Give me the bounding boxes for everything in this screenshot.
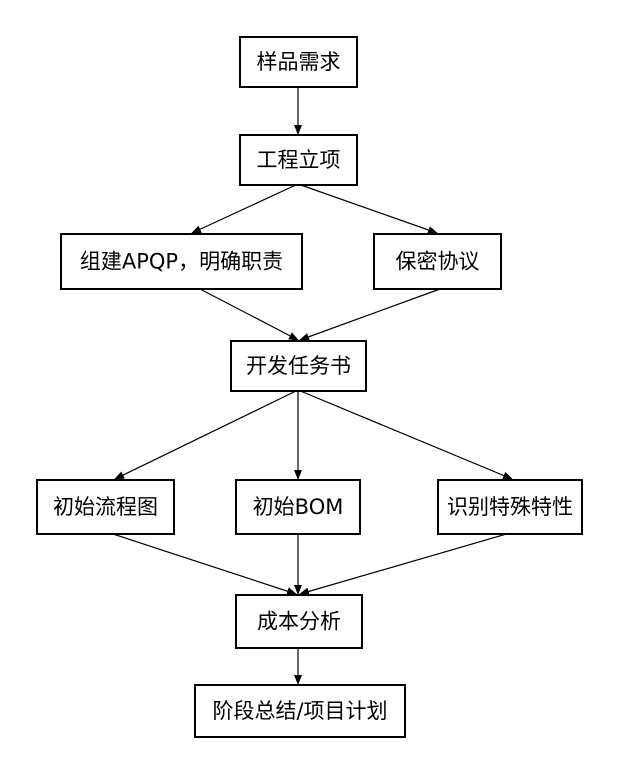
node-label: 工程立项: [257, 148, 341, 172]
node-sample-demand: 样品需求: [239, 36, 358, 88]
node-project-setup: 工程立项: [239, 134, 358, 186]
edge-init-flow-to-cost-analysis: [109, 532, 297, 595]
edges: [109, 87, 513, 685]
node-nda: 保密协议: [373, 233, 502, 290]
node-label: 初始BOM: [253, 495, 344, 519]
node-init-flow: 初始流程图: [36, 479, 175, 535]
node-label: 成本分析: [257, 610, 341, 634]
node-label: 保密协议: [396, 250, 480, 274]
node-cost-analysis: 成本分析: [235, 594, 363, 649]
node-init-bom: 初始BOM: [235, 479, 361, 535]
node-label: 初始流程图: [53, 495, 158, 519]
edge-project-setup-to-nda: [297, 183, 438, 234]
node-dev-task: 开发任务书: [230, 340, 367, 392]
edge-project-setup-to-apqp-team: [191, 183, 299, 234]
node-label: 组建APQP，明确职责: [80, 250, 283, 274]
edge-apqp-team-to-dev-task: [199, 288, 299, 341]
node-label: 开发任务书: [246, 354, 351, 378]
node-special-char: 识别特殊特性: [437, 479, 583, 535]
edge-dev-task-to-special-char: [297, 389, 513, 480]
edge-dev-task-to-init-flow: [114, 389, 299, 480]
node-label: 样品需求: [257, 50, 341, 74]
node-stage-summary: 阶段总结/项目计划: [194, 684, 406, 738]
edge-special-char-to-cost-analysis: [299, 532, 511, 596]
edge-nda-to-dev-task: [299, 288, 441, 341]
node-apqp-team: 组建APQP，明确职责: [60, 233, 303, 290]
nodes: 样品需求 工程立项 组建APQP，明确职责 保密协议 开发任务书 初始流程图 初…: [36, 36, 583, 738]
node-label: 阶段总结/项目计划: [212, 699, 387, 723]
node-label: 识别特殊特性: [447, 495, 573, 519]
